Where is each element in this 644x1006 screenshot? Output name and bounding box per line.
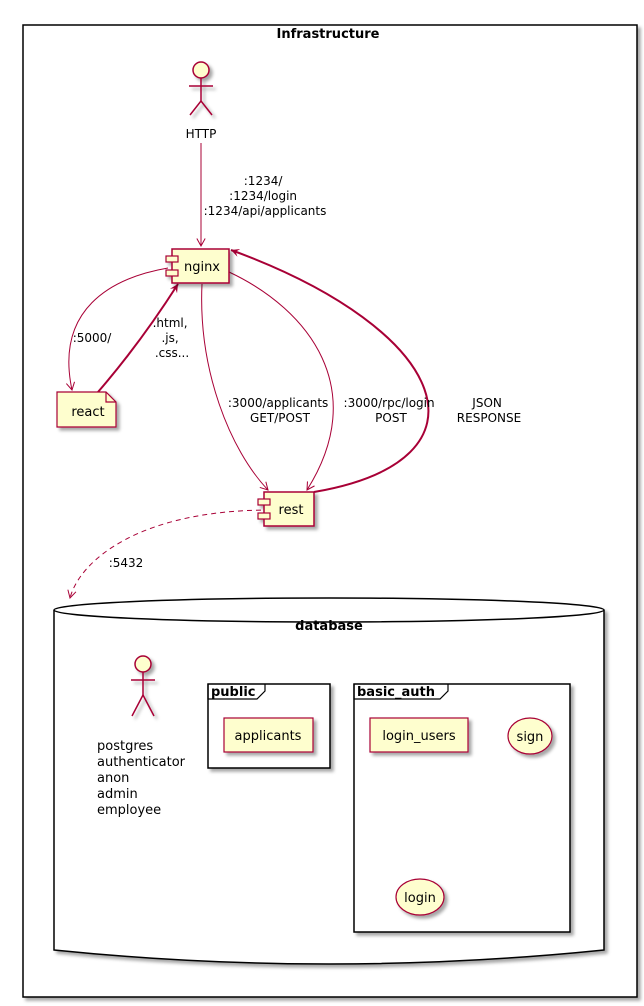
rest-component (257, 491, 315, 527)
react-note (56, 391, 117, 428)
edge-label-nginx-rest-applicants: :3000/applicants GET/POST (228, 396, 332, 425)
edge-nginx-rest-login (228, 271, 334, 491)
react-label: react (71, 405, 104, 420)
edge-nginx-react (65, 267, 169, 392)
login-users-label: login_users (382, 729, 456, 744)
frame-title: Infrastructure (277, 27, 380, 42)
public-package-tab (207, 684, 266, 700)
login-function (395, 878, 445, 916)
nginx-label: nginx (184, 260, 220, 275)
http-actor-label: HTTP (186, 127, 217, 141)
login-label: login (404, 891, 436, 906)
edge-label-http-nginx: :1234/ :1234/login :1234/api/applicants (204, 174, 327, 218)
edge-label-react-nginx: .html, .js, .css... (153, 316, 192, 360)
postgres-actor (131, 655, 155, 717)
edge-label-nginx-react: :5000/ (73, 331, 113, 345)
applicants-label: applicants (235, 729, 302, 744)
http-actor (189, 61, 213, 116)
public-package-title: public (211, 685, 255, 700)
basic-auth-package-tab (353, 684, 449, 700)
edge-nginx-rest-applicants (201, 283, 269, 491)
edge-react-nginx (97, 283, 179, 393)
sign-label: sign (517, 730, 544, 745)
edge-rest-database (67, 505, 278, 599)
edge-label-rest-nginx-response: JSON RESPONSE (457, 396, 521, 425)
nginx-component (165, 248, 230, 284)
edge-rest-nginx-response (230, 248, 430, 493)
login-users-table (369, 717, 469, 753)
postgres-roles: postgres authenticator anon admin employ… (97, 739, 189, 818)
sign-function (507, 717, 553, 755)
edge-label-nginx-rest-login: :3000/rpc/login POST (344, 396, 439, 425)
database-title: database (295, 619, 363, 634)
rest-label: rest (279, 503, 304, 518)
basic-auth-package-title: basic_auth (357, 685, 435, 700)
applicants-table (223, 717, 314, 753)
arrows (65, 143, 430, 599)
edge-label-rest-database: :5432 (109, 556, 144, 570)
